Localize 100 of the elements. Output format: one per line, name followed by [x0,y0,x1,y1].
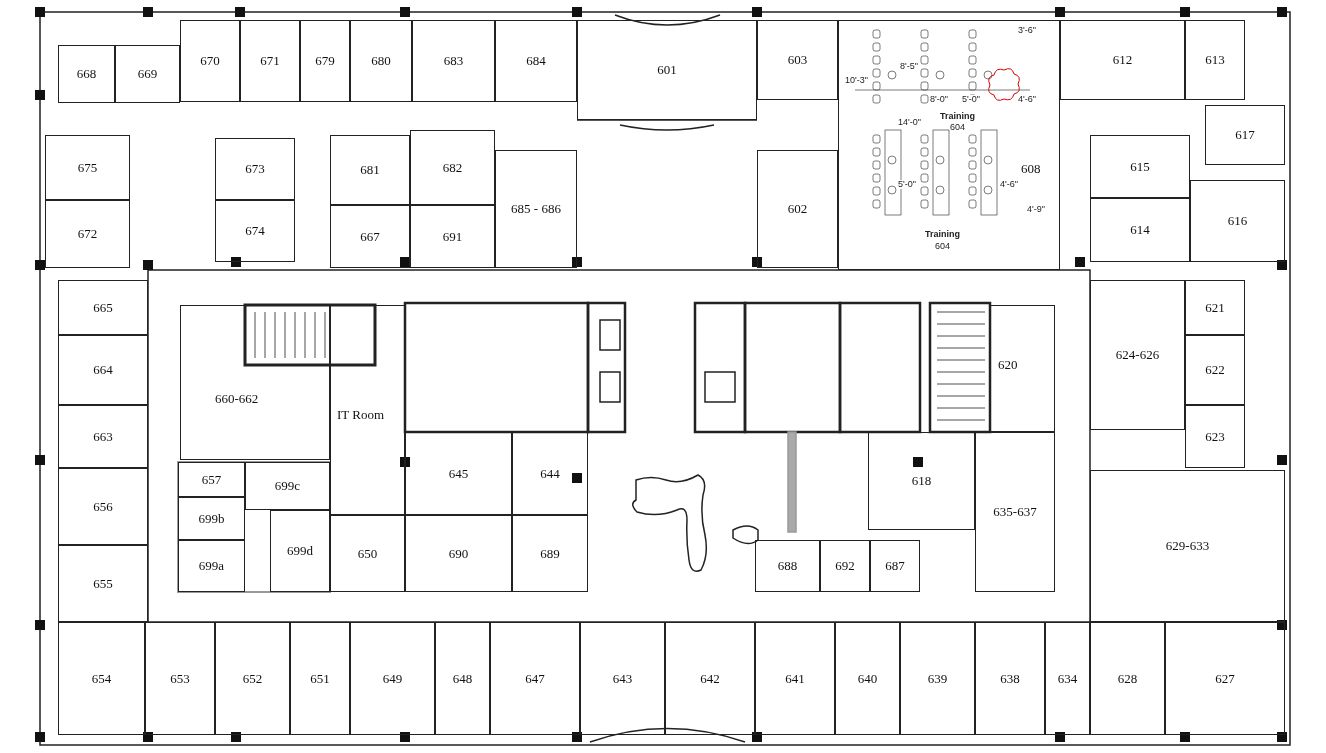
room [240,20,300,102]
room [1090,280,1185,430]
room-number: 688 [777,558,798,574]
room-number: 663 [93,428,113,445]
room-number: 699b [198,510,225,527]
room [215,622,290,735]
room [868,432,975,530]
room-number: 669 [137,66,158,82]
room [290,622,350,735]
room-number: 685 - 686 [511,201,561,217]
room [180,305,330,460]
dimension-text: 4'-9" [1027,205,1045,214]
room [900,622,975,735]
room-number: 628 [1117,670,1138,687]
dimension-text: 5'-0" [898,180,916,189]
room [178,540,245,592]
dimension-text: 8'-5" [900,62,918,71]
room-number: 644 [540,465,560,482]
room-number: 655 [93,575,113,592]
room-number: 629-633 [1165,538,1210,554]
room [870,540,920,592]
room [577,20,757,120]
room [330,205,410,268]
room [1090,470,1285,622]
dimension-text: 5'-0" [962,95,980,104]
room [512,515,588,592]
room-number: 699a [198,558,225,574]
room [180,20,240,102]
room [757,150,838,268]
room-number: 647 [525,670,545,687]
room-number: 692 [835,558,855,574]
room-number: 680 [371,53,391,69]
room [215,138,295,200]
room-number: 602 [787,201,808,217]
room [1045,622,1090,735]
room-number: 614 [1130,222,1150,238]
dimension-text: 14'-0" [898,118,921,127]
room [1090,198,1190,262]
room-number: 674 [245,223,265,239]
room-number: 615 [1130,158,1150,175]
room-number: 642 [700,670,720,687]
dimension-text: 3'-6" [1018,26,1036,35]
room [330,515,405,592]
room-number: 657 [201,471,222,488]
room [350,622,435,735]
room-number: 620 [998,357,1018,373]
dimension-text: 604 [935,242,951,251]
room-number: 649 [382,670,403,687]
room-number: 660-662 [215,391,259,407]
dimension-text: 8'-0" [930,95,948,104]
room-number: 643 [612,670,633,687]
room-number: 603 [787,52,808,68]
room [178,497,245,540]
room [45,135,130,200]
room [1185,405,1245,468]
room-number: IT Room [337,407,385,423]
room-number: 635-637 [993,504,1037,520]
room-number: 681 [360,162,380,178]
room-number: 673 [245,161,265,177]
room-number: 623 [1205,428,1225,445]
room-number: 668 [76,66,97,82]
room-number: 699c [274,478,301,494]
room [58,335,148,405]
room [412,20,495,102]
room [1190,180,1285,262]
room-number: 652 [242,670,263,687]
room [405,432,512,515]
room [755,540,820,592]
dimension-text: 4'-6" [1000,180,1018,189]
room [58,405,148,468]
room [495,150,577,268]
room-number: 639 [927,670,948,687]
room-number: 690 [448,545,469,562]
room-number: 601 [657,62,677,78]
room [350,20,412,102]
room [330,135,410,205]
room [835,622,900,735]
room-number: 645 [448,465,469,482]
room [1185,20,1245,100]
room [975,622,1045,735]
room-number: 684 [526,53,546,69]
room-number: 691 [442,228,463,245]
room [405,515,512,592]
room-number: 665 [93,299,113,316]
room-number: 612 [1112,52,1133,68]
room-number: 651 [310,670,330,687]
room [755,622,835,735]
room-number: 621 [1205,299,1225,316]
room [1205,105,1285,165]
dimension-text: 10'-3" [845,76,868,85]
room [145,622,215,735]
room-number: 671 [260,53,280,69]
room [215,200,295,262]
room [410,205,495,268]
room [435,622,490,735]
room-number: 617 [1235,127,1255,143]
room [757,20,838,100]
room [178,462,245,497]
room-number: 689 [540,545,560,562]
room-number: 682 [442,159,463,176]
